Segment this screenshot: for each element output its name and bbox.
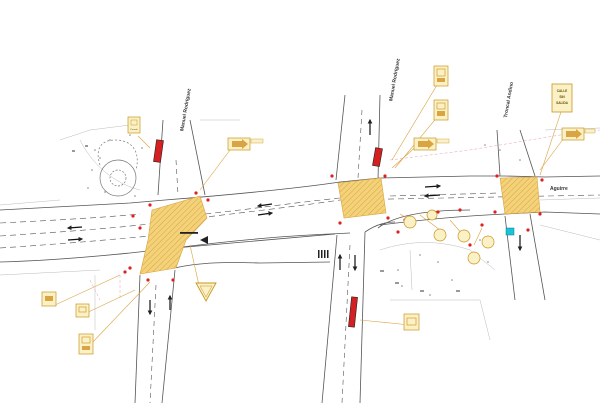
callout-leaders <box>54 79 571 346</box>
street-label-right-vertical: Troncal Andino <box>503 81 515 118</box>
intersection-zone-left <box>139 195 208 275</box>
property-lines <box>0 119 600 341</box>
street-label-right-horizontal: Aguirre <box>550 186 568 192</box>
sign-top-middle-2 <box>433 99 449 121</box>
street-label-middle-vertical: Manuel Rodríguez <box>388 58 401 102</box>
zebra-crossing <box>318 250 329 258</box>
sign-left-1 <box>41 291 57 307</box>
direction-sign-right <box>561 127 596 141</box>
bus-shelter-top-left <box>153 139 164 163</box>
bus-stop-shelters <box>153 139 515 328</box>
yield-sign <box>195 282 217 302</box>
direction-sign-middle <box>413 137 450 151</box>
parada-label: Parada <box>130 128 138 131</box>
calle-sin-salida-line-2: SIN <box>559 95 565 99</box>
sign-left-3 <box>78 333 94 355</box>
calle-sin-salida-line-1: CALLE <box>557 89 568 93</box>
direction-sign-left <box>227 137 264 151</box>
sign-bottom-middle <box>403 313 420 331</box>
lane-arrows <box>66 118 523 316</box>
road-edges <box>0 94 600 403</box>
bus-shelter-top-middle <box>372 147 383 167</box>
calle-sin-salida-sign: CALLE SIN SALIDA <box>551 83 573 113</box>
bus-shelter-bottom-middle <box>348 296 358 328</box>
sign-left-2 <box>75 303 90 318</box>
roundabout <box>97 139 138 197</box>
signal-points <box>123 174 544 282</box>
traffic-sign-callouts: Parada <box>41 65 596 355</box>
yield-markings <box>180 232 208 244</box>
misc-markings <box>72 145 460 292</box>
calle-sin-salida-line-3: SALIDA <box>556 101 569 105</box>
bike-bay-cyan <box>505 227 515 236</box>
intersection-zones <box>139 176 541 275</box>
intersection-zone-middle <box>337 177 387 219</box>
parada-sign: Parada <box>127 116 141 134</box>
sign-top-middle-1 <box>433 65 449 87</box>
vegetation-dots <box>87 134 521 296</box>
intersection-zone-right <box>499 176 541 215</box>
circular-signs-cluster <box>403 209 495 265</box>
